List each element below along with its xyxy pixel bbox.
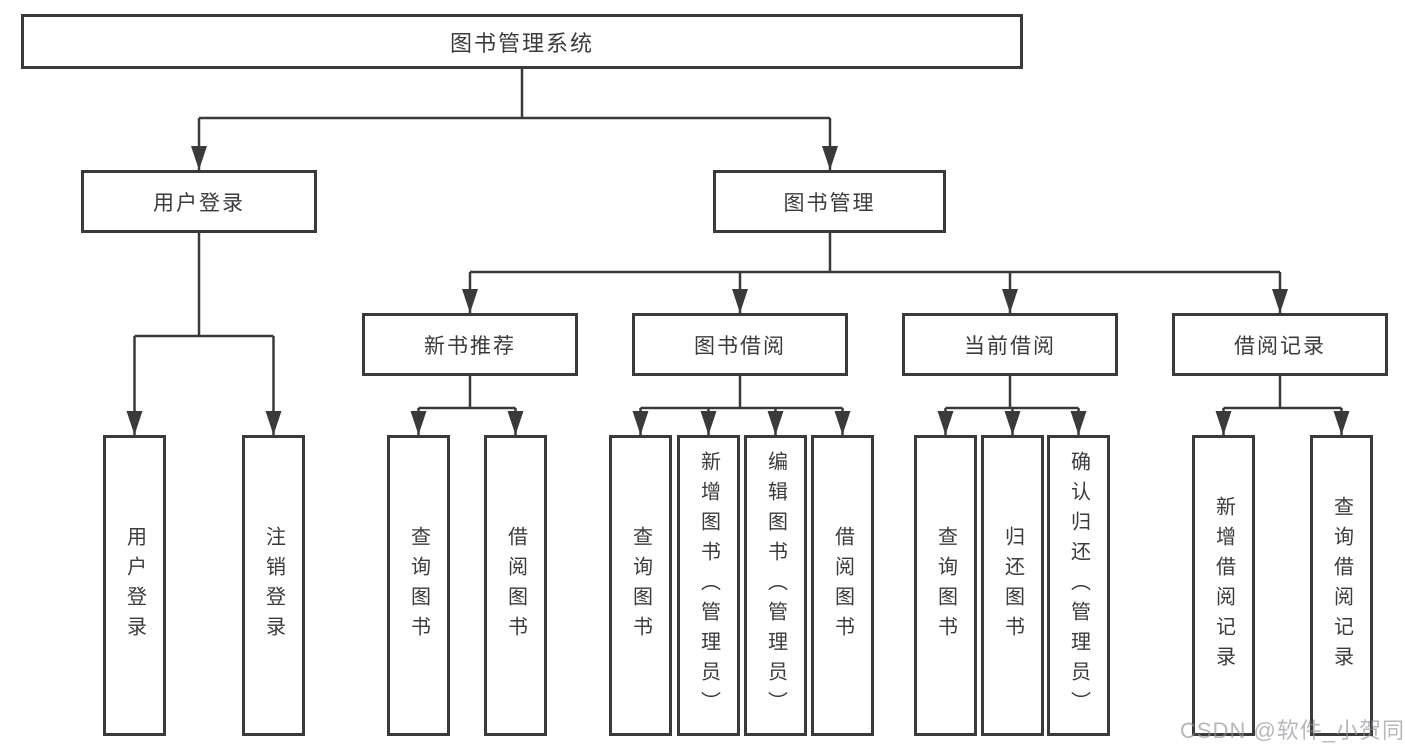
arrowhead xyxy=(834,411,851,435)
arrowhead xyxy=(632,411,649,435)
node-book-borrow: 图书借阅 xyxy=(632,313,848,376)
connector-lines xyxy=(133,69,1343,435)
arrowhead xyxy=(700,411,717,435)
leaf-query-borrow-record: 查询借阅记录 xyxy=(1310,435,1373,736)
node-label: 新增借阅记录 xyxy=(1212,495,1235,676)
node-label: 用户登录 xyxy=(153,191,245,215)
arrowhead xyxy=(767,411,784,435)
node-label: 图书管理 xyxy=(783,191,876,215)
node-new-book-recommend: 新书推荐 xyxy=(362,313,578,376)
node-label: 借阅记录 xyxy=(1234,334,1326,358)
node-label: 查询图书 xyxy=(934,525,957,646)
arrowhead xyxy=(265,411,282,435)
arrowhead xyxy=(732,289,748,313)
node-label: 查询借阅记录 xyxy=(1330,495,1353,676)
arrowhead xyxy=(1333,411,1350,435)
node-label: 当前借阅 xyxy=(964,334,1056,358)
arrowhead xyxy=(1004,411,1021,435)
leaf-query-books-current: 查询图书 xyxy=(914,435,977,736)
arrowhead xyxy=(937,411,954,435)
node-label: 查询图书 xyxy=(407,525,430,646)
leaf-query-books-borrow: 查询图书 xyxy=(609,435,672,736)
leaf-return-book: 归还图书 xyxy=(981,435,1044,736)
arrowhead xyxy=(507,411,524,435)
node-label: 图书借阅 xyxy=(694,334,786,358)
leaf-add-book-admin: 新增图书（管理员） xyxy=(677,435,740,736)
arrowhead xyxy=(1070,411,1087,435)
node-borrow-records: 借阅记录 xyxy=(1172,313,1388,376)
node-label: 新书推荐 xyxy=(424,334,516,358)
node-label: 查询图书 xyxy=(629,525,652,646)
leaf-query-books-recommend: 查询图书 xyxy=(387,435,450,736)
node-user-login: 用户登录 xyxy=(81,170,317,233)
node-library-management-system: 图书管理系统 xyxy=(21,14,1023,69)
leaf-borrow-books-recommend: 借阅图书 xyxy=(484,435,547,736)
node-book-management: 图书管理 xyxy=(713,170,946,233)
node-current-borrow: 当前借阅 xyxy=(902,313,1118,376)
node-label: 确认归还（管理员） xyxy=(1067,450,1090,721)
node-label: 图书管理系统 xyxy=(449,30,594,56)
leaf-confirm-return-admin: 确认归还（管理员） xyxy=(1047,435,1110,736)
node-label: 归还图书 xyxy=(1001,525,1024,646)
arrowhead xyxy=(191,146,207,170)
leaf-edit-book-admin: 编辑图书（管理员） xyxy=(744,435,807,736)
node-label: 借阅图书 xyxy=(504,525,527,646)
leaf-borrow-books: 借阅图书 xyxy=(811,435,874,736)
node-label: 用户登录 xyxy=(123,525,146,646)
arrowhead xyxy=(1272,289,1288,313)
leaf-add-borrow-record: 新增借阅记录 xyxy=(1192,435,1255,736)
node-label: 编辑图书（管理员） xyxy=(764,450,787,721)
node-label: 借阅图书 xyxy=(831,525,854,646)
arrowhead xyxy=(126,411,143,435)
arrowhead xyxy=(410,411,427,435)
arrowhead xyxy=(462,289,478,313)
arrowhead xyxy=(822,146,838,170)
leaf-user-login: 用户登录 xyxy=(103,435,166,736)
leaf-logout: 注销登录 xyxy=(242,435,305,736)
node-label: 新增图书（管理员） xyxy=(697,450,720,721)
arrowhead xyxy=(1215,411,1232,435)
arrowheads xyxy=(126,146,1350,435)
node-label: 注销登录 xyxy=(262,525,285,646)
arrowhead xyxy=(1002,289,1018,313)
